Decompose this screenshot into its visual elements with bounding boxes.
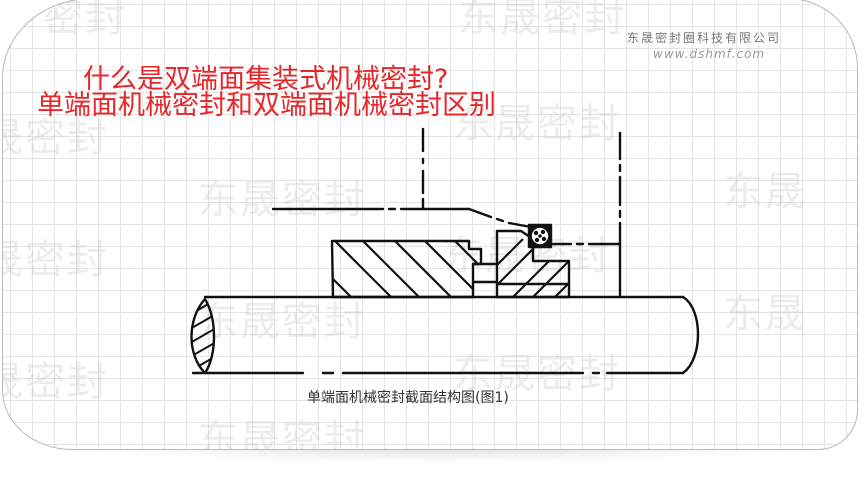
company-url: www.dshmf.com: [653, 47, 766, 61]
watermark: 晟密封: [3, 359, 109, 405]
watermark: 东晟密封: [198, 177, 366, 223]
company-name: 东晟密封圈科技有限公司: [627, 31, 782, 45]
seal-cross-section-diagram: [190, 127, 700, 375]
headline-question: 什么是双端面集装式机械密封?: [83, 64, 449, 95]
hatch-shaft-section: [191, 300, 214, 373]
hatch-stationary-ring: [497, 238, 569, 297]
drawing-lines: [190, 127, 700, 375]
hatch-rotating-ring: [332, 241, 481, 297]
watermark: 密封: [43, 0, 127, 41]
watermark: 东晟: [723, 291, 807, 337]
watermark: 晟密封: [3, 115, 109, 161]
watermark: 东晟密封: [198, 417, 366, 450]
watermark: 东晟密封: [458, 0, 626, 41]
watermark: 东晟密封: [198, 299, 366, 345]
figure-caption: 单端面机械密封截面结构图(图1): [307, 390, 509, 406]
watermark: 东晟密封: [453, 101, 621, 147]
headline-subtitle: 单端面机械密封和双端面机械密封区别: [37, 90, 496, 121]
watermark: 晟密封: [3, 237, 109, 283]
watermark: 东晟: [723, 169, 807, 215]
article-card: 密封 东晟密封 晟密封 东晟密封 东晟密封 东晟 晟密封 东晟密封 东晟密封 东…: [2, 0, 858, 450]
